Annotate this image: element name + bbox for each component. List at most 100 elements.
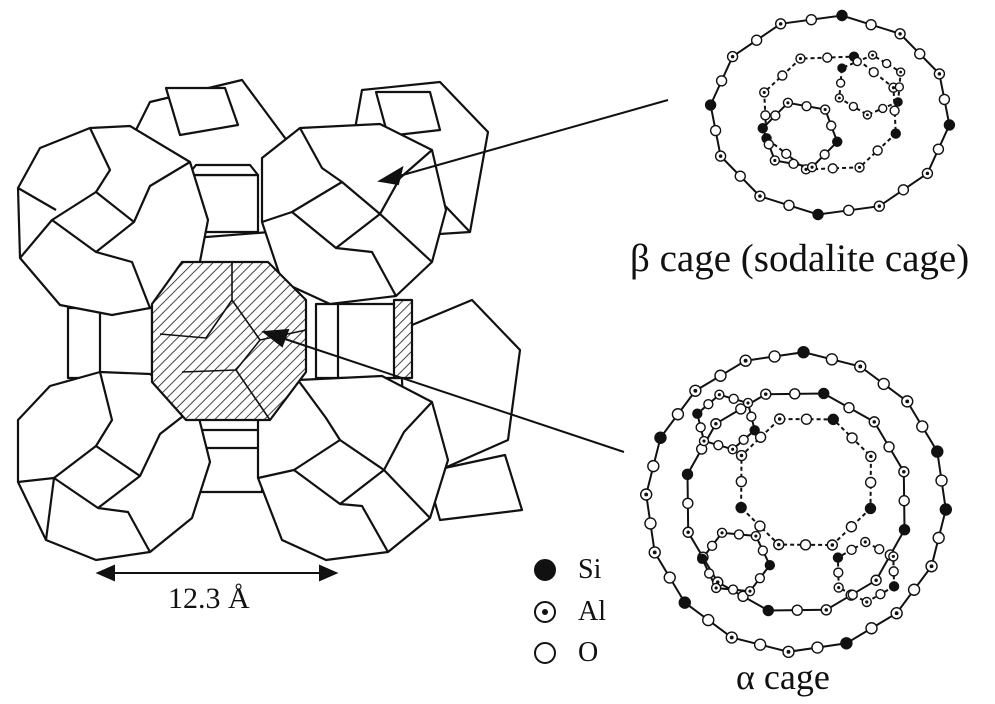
hexagonal-prism-right [314,302,406,380]
o-atom [763,139,774,150]
o-atom [833,567,844,578]
o-atom [799,539,812,551]
o-atom [825,353,839,366]
si-atom [749,425,760,436]
si-atom [898,524,911,536]
o-atom [935,474,948,487]
al-atom-dot [762,90,766,95]
si-atom [704,99,717,111]
al-atom-dot [837,586,841,590]
al-atom-dot [857,165,862,169]
o-atom [842,204,855,217]
o-atom [647,459,660,473]
al-atom-dot [778,22,783,26]
al-atom-dot [729,635,734,640]
alpha-cage-label: α cage [736,657,830,697]
legend-o-label: O [578,637,599,668]
al-atom-dot [786,101,790,105]
o-atom [826,120,837,131]
al-atom-dot [925,171,930,176]
o-atom [897,184,910,196]
si-atom [654,431,667,444]
o-atom [874,543,885,555]
o-atom [907,583,921,596]
si-atom [836,9,848,22]
legend-symbols [534,559,556,664]
o-atom [846,544,857,556]
o-atom [801,100,812,112]
o-atom [847,589,858,601]
o-atom [914,48,926,60]
o-atom [754,520,766,532]
al-atom-dot [898,32,902,36]
o-atom [835,78,846,88]
al-atom-dot [714,586,718,590]
o-atom [916,420,929,433]
al-atom-dot [866,113,869,117]
o-atom [872,145,883,156]
o-atom [846,432,858,444]
o-atom [703,568,715,579]
al-atom-dot [746,401,750,405]
o-atom [735,475,748,488]
al-atom-dot [871,53,874,57]
al-atom-dot [714,421,718,426]
beta-cage-atoms [704,9,956,221]
si-atom [692,408,703,419]
al-atom-dot [891,86,896,90]
al-atom-dot [905,399,910,404]
al-atom-dot [894,611,899,616]
al-atom-dot [776,542,781,547]
o-atom [781,148,792,160]
o-atom [888,566,899,577]
al-atom-dot [720,531,724,535]
o-atom [760,110,771,121]
o-atom [770,110,781,121]
alpha-cage-model [639,345,953,659]
al-atom-dot [758,194,762,198]
al-atom-dot [929,564,934,569]
o-atom [889,105,900,116]
o-atom [682,497,694,509]
o-atom [878,103,888,114]
o-atom [753,638,767,651]
al-atom-dot [718,154,723,158]
si-atom [678,596,691,609]
o-atom [727,584,739,595]
al-atom-dot [731,447,735,451]
dimension-label: 12.3 Å [168,582,250,615]
o-atom [845,521,858,533]
o-atom [706,540,718,552]
al-atom-dot [739,453,744,458]
legend-si-symbol [534,559,556,581]
alpha-cage-atoms [639,345,953,659]
o-atom [754,572,766,584]
arrow-alpha-head [261,328,290,348]
o-atom [805,13,818,26]
al-atom-dot [823,107,827,112]
o-atom [800,413,813,425]
o-atom [791,604,803,616]
al-atom-dot [824,608,829,612]
si-atom [818,387,830,400]
al-atom-dot [804,167,808,171]
al-atom-dot [874,578,878,583]
o-atom [827,163,838,174]
si-atom [890,128,901,139]
o-atom [757,545,769,556]
o-atom [894,82,905,92]
o-atom [746,411,757,422]
al-atom-dot [652,550,657,555]
beta-cage-model [704,9,956,221]
al-atom-dot [937,72,942,76]
al-atom-dot [863,540,867,544]
al-atom-dot [865,600,869,604]
al-atom-dot [786,649,791,654]
o-atom [864,476,877,489]
al-atom-dot [717,393,721,397]
o-atom [695,422,706,433]
al-atom-dot [798,57,803,61]
legend-o-symbol [534,642,556,664]
si-atom [931,445,944,458]
